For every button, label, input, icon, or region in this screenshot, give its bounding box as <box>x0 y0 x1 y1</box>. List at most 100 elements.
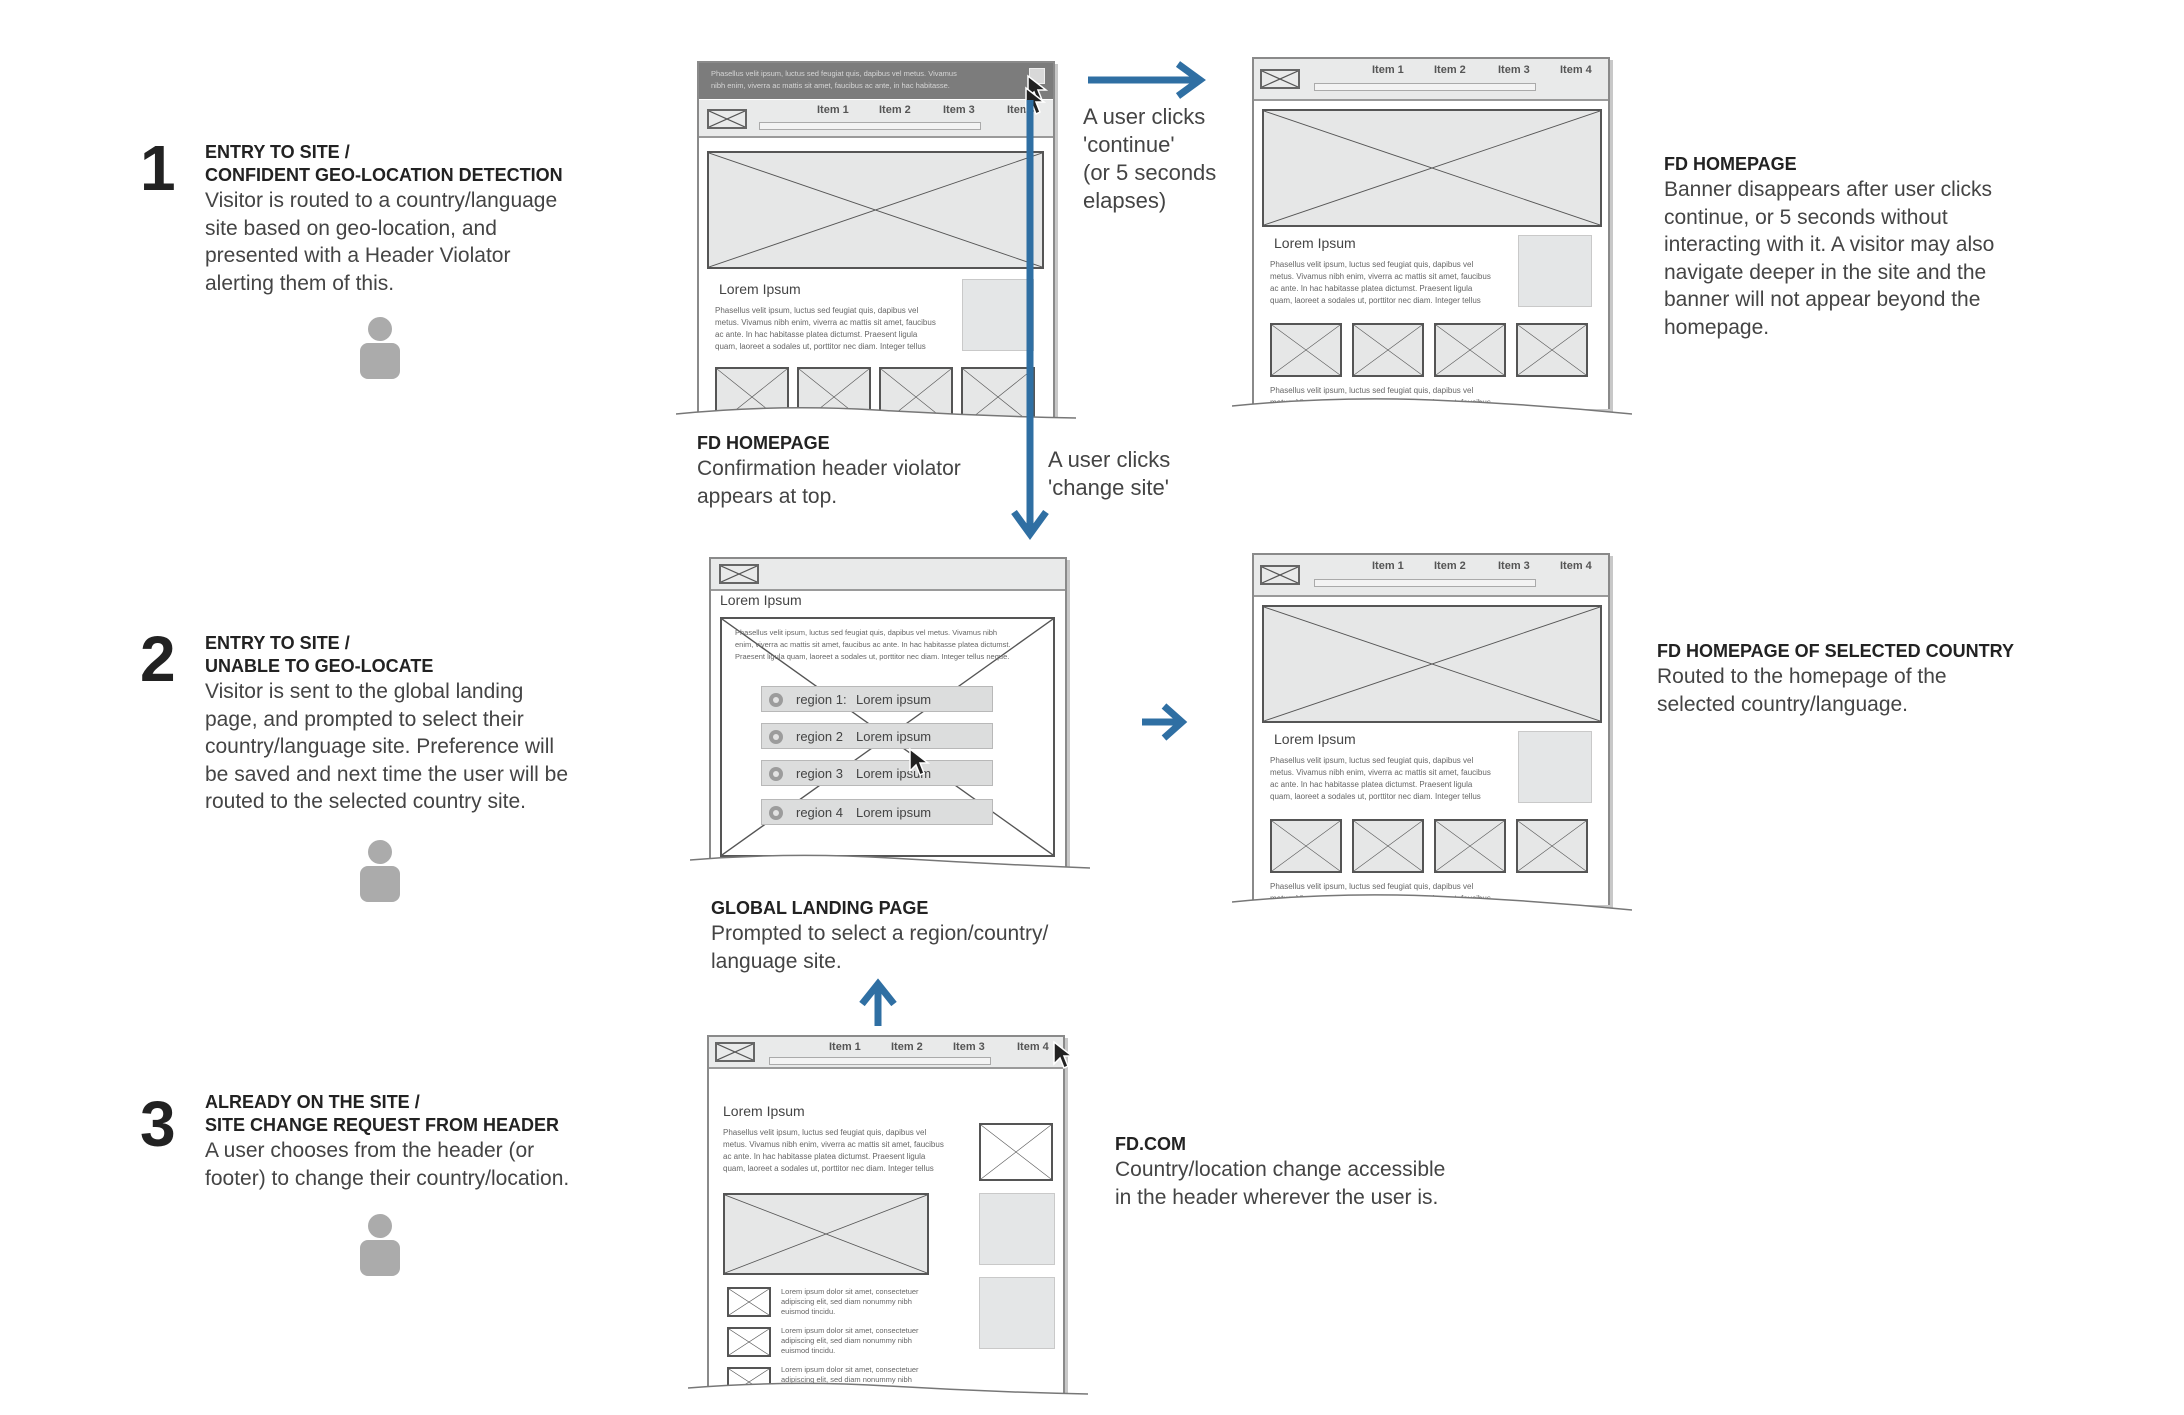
site-header: Item 1 Item 2 Item 3 Item 4 <box>1254 555 1608 597</box>
thumb-placeholder <box>961 367 1035 418</box>
banner-text: Phasellus velit ipsum, luctus sed feugia… <box>711 69 957 90</box>
step-number: 1 <box>140 132 176 204</box>
caption-title: FD HOMEPAGE <box>697 433 830 453</box>
step-desc: alerting them of this. <box>205 271 395 295</box>
user-icon <box>360 317 400 379</box>
step-title: ENTRY TO SITE / <box>205 142 350 162</box>
caption-desc: continue, or 5 seconds without <box>1664 205 1948 229</box>
wireframe-global-landing: Lorem Ipsum Phasellus velit ipsum, luctu… <box>709 557 1067 869</box>
side-image-placeholder <box>979 1277 1055 1349</box>
nav-item[interactable]: Item 4 <box>1017 1041 1049 1053</box>
thumb-placeholder <box>1352 323 1424 377</box>
nav-item[interactable]: Item 3 <box>943 104 975 116</box>
radio-icon <box>769 806 783 820</box>
nav-item[interactable]: Item 1 <box>829 1041 861 1053</box>
step-2-text: ENTRY TO SITE / UNABLE TO GEO-LOCATE Vis… <box>205 632 625 816</box>
caption-desc: appears at top. <box>697 484 838 508</box>
wireframe-selected-country: Item 1 Item 2 Item 3 Item 4 Lorem Ipsum … <box>1252 553 1610 905</box>
step-number: 3 <box>140 1088 176 1160</box>
nav-item[interactable]: Item 4 <box>1560 64 1592 76</box>
logo-placeholder <box>715 1042 755 1062</box>
site-header: Item 1 Item 2 Item 3 Item 4 <box>709 1037 1063 1069</box>
step-title: CONFIDENT GEO-LOCATION DETECTION <box>205 165 563 185</box>
annotation-continue: A user clicks 'continue' (or 5 seconds e… <box>1083 104 1217 213</box>
arrow-up-icon <box>859 978 897 1026</box>
radio-icon <box>769 693 783 707</box>
page-torn-edge <box>690 854 1090 880</box>
list-item-text: Lorem ipsum dolor sit amet, consectetuer… <box>781 1326 919 1355</box>
nav-item[interactable]: Item 3 <box>953 1041 985 1053</box>
step-title: ENTRY TO SITE / <box>205 633 350 653</box>
caption-title: FD HOMEPAGE <box>1664 154 1797 174</box>
caption-desc: interacting with it. A visitor may also <box>1664 233 1995 256</box>
logo-placeholder <box>1260 565 1300 585</box>
thumb-placeholder <box>1434 819 1506 873</box>
side-image-placeholder <box>979 1193 1055 1265</box>
feature-image-placeholder <box>723 1193 929 1275</box>
header-violator-banner: Phasellus velit ipsum, luctus sed feugia… <box>699 63 1053 99</box>
nav-item[interactable]: Item 3 <box>1498 64 1530 76</box>
page-torn-edge <box>676 407 1076 428</box>
caption-fd-homepage: FD HOMEPAGE Banner disappears after user… <box>1664 153 2064 341</box>
caption-desc: in the header wherever the user is. <box>1115 1185 1439 1209</box>
caption-fd-homepage-violator: FD HOMEPAGE Confirmation header violator… <box>697 432 1027 510</box>
nav-item[interactable]: Item 3 <box>1498 560 1530 572</box>
page-torn-edge <box>1232 398 1632 424</box>
hero-image-placeholder <box>707 151 1044 269</box>
step-desc: footer) to change their country/location… <box>205 1166 570 1190</box>
nav-item[interactable]: Item 1 <box>1372 560 1404 572</box>
thumb-placeholder <box>1434 323 1506 377</box>
cursor-icon <box>909 747 930 777</box>
nav-item[interactable]: Item 2 <box>1434 64 1466 76</box>
step-desc: A user chooses from the header (or <box>205 1139 535 1162</box>
nav-underline <box>1314 83 1536 91</box>
caption-desc: language site. <box>711 949 842 973</box>
radio-icon <box>769 767 783 781</box>
thumb-placeholder <box>1516 819 1588 873</box>
site-header: Item 1 Item 2 Item 3 Item 4 <box>699 100 1053 138</box>
step-desc: Visitor is sent to the global landing <box>205 680 524 703</box>
caption-desc: selected country/language. <box>1657 692 1909 716</box>
wireframe-homepage-violator: Phasellus velit ipsum, luctus sed feugia… <box>697 61 1055 418</box>
caption-desc: Routed to the homepage of the <box>1657 665 1947 688</box>
nav-item[interactable]: Item 4 <box>1560 560 1592 572</box>
nav-underline <box>769 1057 991 1065</box>
step-title: ALREADY ON THE SITE / <box>205 1092 420 1112</box>
caption-fdcom: FD.COM Country/location change accessibl… <box>1115 1133 1515 1211</box>
lorem-paragraph: Phasellus velit ipsum, luctus sed feugia… <box>735 628 1011 661</box>
annotation-change-site: A user clicks 'change site' <box>1048 447 1171 500</box>
region-option[interactable]: region 1:Lorem ipsum <box>761 686 993 712</box>
side-image-placeholder <box>962 279 1034 351</box>
nav-underline <box>759 122 981 130</box>
step-desc: site based on geo-location, and <box>205 216 497 240</box>
user-icon <box>360 840 400 902</box>
step-desc: be saved and next time the user will be <box>205 762 569 786</box>
nav-item[interactable]: Item 1 <box>817 104 849 116</box>
page-torn-edge <box>1232 894 1632 920</box>
radio-icon <box>769 730 783 744</box>
list-thumb-placeholder <box>727 1287 771 1317</box>
thumb-placeholder <box>1352 819 1424 873</box>
arrow-right-icon <box>1088 61 1206 99</box>
nav-item[interactable]: Item 1 <box>1372 64 1404 76</box>
user-icon <box>360 1214 400 1276</box>
caption-title: FD.COM <box>1115 1134 1186 1154</box>
nav-item[interactable]: Item 2 <box>891 1041 923 1053</box>
caption-desc: Prompted to select a region/country/ <box>711 922 1049 945</box>
list-thumb-placeholder <box>727 1327 771 1357</box>
caption-title: GLOBAL LANDING PAGE <box>711 898 929 918</box>
nav-item[interactable]: Item 2 <box>879 104 911 116</box>
cursor-icon <box>1053 1040 1074 1070</box>
thumb-placeholder <box>1516 323 1588 377</box>
nav-item[interactable]: Item 2 <box>1434 560 1466 572</box>
thumb-placeholder <box>1270 819 1342 873</box>
nav-underline <box>1314 579 1536 587</box>
caption-desc: Banner disappears after user clicks <box>1664 178 1992 201</box>
logo-placeholder <box>1260 69 1300 89</box>
lorem-paragraph: Phasellus velit ipsum, luctus sed feugia… <box>1270 260 1491 305</box>
step-number: 2 <box>140 623 176 695</box>
step-title: SITE CHANGE REQUEST FROM HEADER <box>205 1115 560 1135</box>
